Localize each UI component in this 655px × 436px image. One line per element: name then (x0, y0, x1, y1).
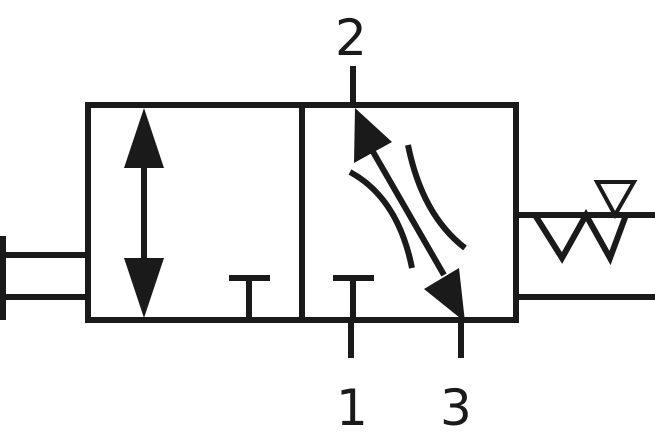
port-label-3: 3 (440, 379, 472, 436)
throttle-arcs-icon (348, 144, 467, 269)
detent-actuator-icon (516, 180, 655, 300)
port-label-2: 2 (335, 9, 367, 67)
port-label-1: 1 (336, 379, 368, 436)
double-arrow-icon (124, 108, 164, 318)
closed-port-right-icon (333, 275, 374, 320)
push-button-actuator-icon (0, 236, 88, 320)
flow-path-arrow-icon (354, 108, 465, 322)
closed-port-left-icon (229, 275, 270, 320)
